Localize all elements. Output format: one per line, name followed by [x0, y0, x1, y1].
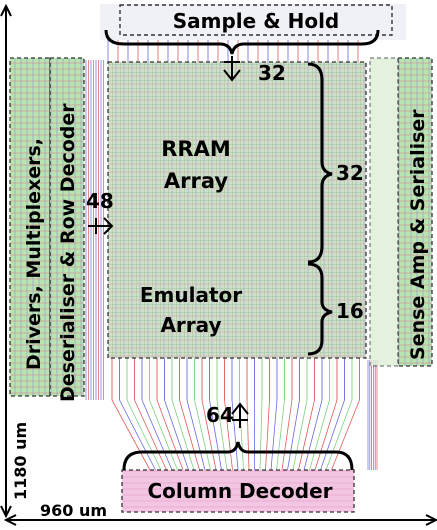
left-driver-block-inner: [49, 57, 85, 397]
column-decoder-block: [121, 469, 355, 513]
left-block-label-line1: Drivers, Multiplexers,: [23, 138, 45, 370]
wire: [179, 399, 200, 471]
emulator-rows-count: 16: [336, 299, 364, 323]
left-input-arrow: [88, 217, 114, 235]
rram-rows-brace: [307, 62, 333, 264]
wire: [314, 399, 338, 471]
height-dimension-arrow: [0, 3, 12, 519]
width-dimension-arrow: [3, 514, 437, 526]
sample-hold-box: [119, 4, 393, 36]
wire: [298, 399, 315, 471]
wire: [309, 399, 330, 471]
wire: [194, 399, 211, 471]
column-bus-width: 64: [206, 403, 234, 427]
top-bus-width: 32: [258, 61, 286, 85]
wire: [149, 399, 178, 471]
wire: [270, 399, 278, 471]
wire: [186, 399, 206, 471]
column-bus-arrow: [231, 402, 249, 428]
rram-array-label-line2: Array: [164, 169, 228, 193]
sense-amp-strip: [369, 57, 399, 367]
wire: [209, 399, 222, 471]
column-decoder-label: Column Decoder: [147, 479, 332, 503]
emulator-array-label-line1: Emulator: [140, 283, 242, 307]
wire: [265, 399, 270, 471]
wire: [246, 399, 250, 471]
wire: [303, 399, 323, 471]
wire: [320, 399, 345, 471]
wire: [126, 399, 162, 471]
wire: [119, 399, 156, 471]
sample-hold-brace: [104, 29, 380, 55]
top-bus-arrow: [223, 56, 241, 82]
wire: [325, 399, 353, 471]
wire: [224, 399, 233, 471]
rram-array-label-line1: RRAM: [161, 137, 231, 161]
sense-amp-block: [397, 57, 433, 367]
sense-amp-label: Sense Amp & Serialiser: [407, 109, 429, 360]
rram-rows-count: 32: [336, 161, 364, 185]
emulator-rows-brace: [307, 262, 333, 356]
wire: [164, 399, 189, 471]
left-input-width: 48: [86, 189, 114, 213]
wire: [156, 399, 184, 471]
wire: [259, 399, 263, 471]
wire: [134, 399, 167, 471]
wire: [111, 399, 151, 471]
sample-hold-label: Sample & Hold: [173, 9, 340, 33]
left-block-label-line2: Deserialiser & Row Decoder: [57, 103, 79, 402]
column-decoder-brace: [122, 441, 354, 471]
height-dimension-label: 1180 um: [11, 422, 30, 500]
routing-wires: [85, 40, 378, 471]
wire: [141, 399, 173, 471]
wire: [171, 399, 195, 471]
width-dimension-label: 960 um: [40, 501, 107, 520]
sample-hold-block: [100, 4, 406, 40]
wire: [201, 399, 217, 471]
wire: [216, 399, 228, 471]
wire: [331, 399, 360, 471]
wire: [287, 399, 300, 471]
wire: [276, 399, 285, 471]
wire: [292, 399, 308, 471]
left-driver-block: [9, 57, 51, 397]
wire: [281, 399, 293, 471]
emulator-array-label-line2: Array: [160, 313, 221, 337]
